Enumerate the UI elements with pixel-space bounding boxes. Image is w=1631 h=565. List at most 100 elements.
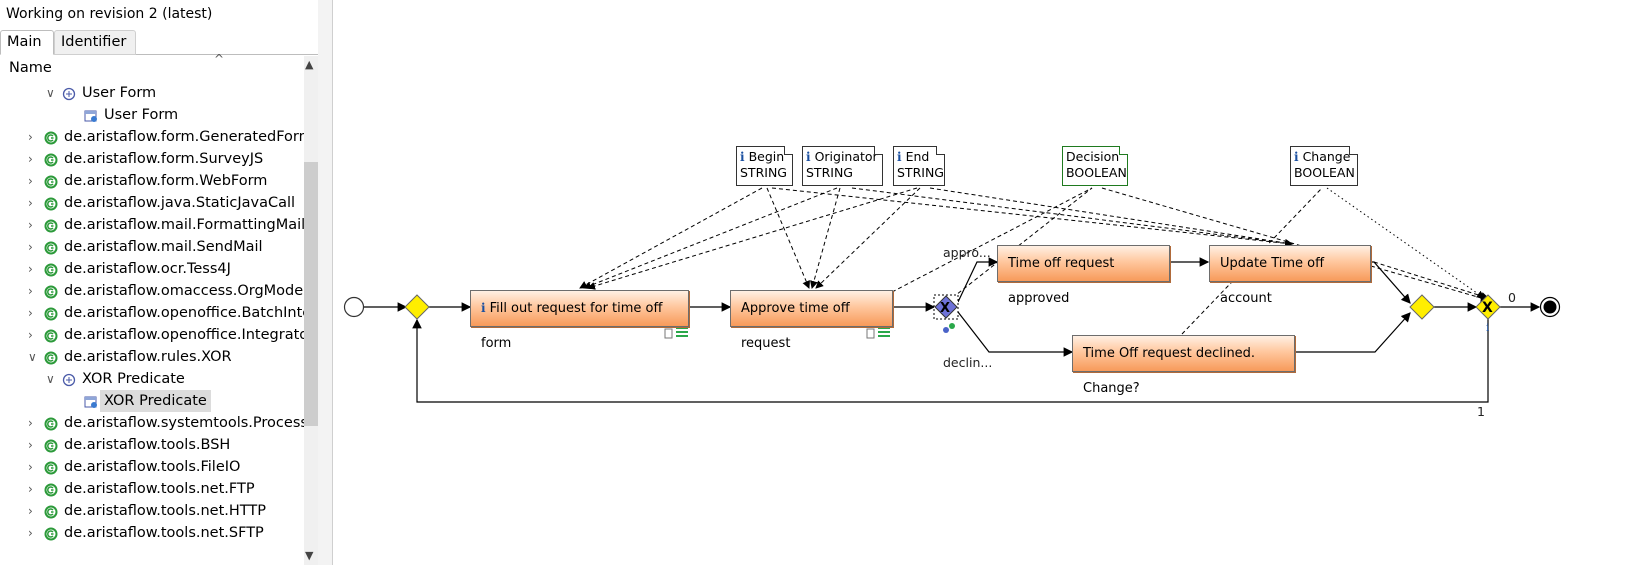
tree-item[interactable]: ›de.aristaflow.tools.net.HTTP <box>0 500 304 522</box>
expand-closed-icon[interactable]: › <box>28 262 33 276</box>
tree-item-label: de.aristaflow.tools.FileIO <box>64 459 241 475</box>
expand-closed-icon[interactable]: › <box>28 526 33 540</box>
scroll-up-icon[interactable]: ▲ <box>305 58 314 71</box>
tree-item-label: de.aristaflow.ocr.Tess4J <box>64 261 231 277</box>
tree-item[interactable]: ∨ de.aristaflow.rules.XOR <box>0 346 304 368</box>
tab-identifier[interactable]: Identifier <box>54 30 136 55</box>
activity-request-declined[interactable]: Time Off request declined. Change? <box>1072 335 1295 396</box>
tree-item-label: de.aristaflow.tools.net.SFTP <box>64 525 264 541</box>
expand-closed-icon[interactable]: › <box>28 130 33 144</box>
scrollbar-thumb[interactable] <box>304 162 318 426</box>
tree-item[interactable]: ∨User Form <box>0 82 304 104</box>
expand-closed-icon[interactable]: › <box>28 438 33 452</box>
expand-closed-icon[interactable]: › <box>28 218 33 232</box>
expand-open-icon[interactable]: ∨ <box>28 350 37 364</box>
column-name-label: Name <box>9 60 52 76</box>
tree-item-label: de.aristaflow.form.SurveyJS <box>64 151 264 167</box>
tree-item-label: de.aristaflow.omaccess.OrgModelAc <box>64 283 304 299</box>
tab-main[interactable]: Main <box>0 30 54 55</box>
tree-scrollbar[interactable]: ▲ ▼ <box>304 56 318 565</box>
expand-open-icon[interactable]: ∨ <box>46 372 55 386</box>
tree-item-label: XOR Predicate <box>100 390 211 412</box>
branch-label-approved: appro... <box>943 245 991 260</box>
expand-closed-icon[interactable]: › <box>28 482 33 496</box>
tree-item[interactable]: › de.aristaflow.form.SurveyJS <box>0 148 304 170</box>
tree-item[interactable]: › de.aristaflow.mail.FormattingMailer <box>0 214 304 236</box>
expand-closed-icon[interactable]: › <box>28 284 33 298</box>
svg-text:X: X <box>1482 300 1493 316</box>
tree-item[interactable]: › de.aristaflow.java.StaticJavaCall <box>0 192 304 214</box>
component-icon <box>44 504 58 519</box>
info-icon: i <box>1294 150 1299 164</box>
diagram-edges: X X i <box>343 187 1561 403</box>
expand-closed-icon[interactable]: › <box>28 416 33 430</box>
component-icon <box>44 416 58 431</box>
tree-item[interactable]: ›de.aristaflow.tools.net.FTP <box>0 478 304 500</box>
tree-item-label: de.aristaflow.mail.FormattingMailer <box>64 217 304 233</box>
info-icon: i <box>481 301 486 315</box>
form-type-icon <box>62 372 76 387</box>
tree-item[interactable]: ›de.aristaflow.mail.SendMail <box>0 236 304 258</box>
tree-item[interactable]: › de.aristaflow.ocr.Tess4J <box>0 258 304 280</box>
panel-splitter[interactable] <box>318 0 333 565</box>
form-item-icon <box>84 108 98 122</box>
tree-item[interactable]: › de.aristaflow.openoffice.Integrator <box>0 324 304 346</box>
tree-item-label: de.aristaflow.java.StaticJavaCall <box>64 195 296 211</box>
tree-item-label: de.aristaflow.form.WebForm <box>64 173 268 189</box>
expand-open-icon[interactable]: ∨ <box>46 86 55 100</box>
panel-tabs: Main Identifier <box>0 30 318 55</box>
tree-item-label: de.aristaflow.systemtools.ProcessInte <box>64 415 304 431</box>
component-icon <box>44 152 58 167</box>
expand-closed-icon[interactable]: › <box>28 152 33 166</box>
info-icon: i <box>897 150 902 164</box>
tree-item[interactable]: › de.aristaflow.tools.net.SFTP <box>0 522 304 544</box>
expand-closed-icon[interactable]: › <box>28 504 33 518</box>
tree-item-label: de.aristaflow.openoffice.Integrator <box>64 327 304 343</box>
tree-item[interactable]: › de.aristaflow.tools.BSH <box>0 434 304 456</box>
activity-update-account[interactable]: Update Time off account <box>1209 245 1371 306</box>
expand-closed-icon[interactable]: › <box>28 174 33 188</box>
expand-closed-icon[interactable]: › <box>28 460 33 474</box>
scroll-down-icon[interactable]: ▼ <box>305 549 314 562</box>
component-icon <box>44 196 58 211</box>
activity-approve-request[interactable]: Approve time off request <box>730 290 893 351</box>
expand-closed-icon[interactable]: › <box>28 328 33 342</box>
tree-item-label: de.aristaflow.openoffice.BatchIntegr <box>64 305 304 321</box>
activity-request-approved[interactable]: Time off request approved <box>997 245 1170 306</box>
expand-closed-icon[interactable]: › <box>28 240 33 254</box>
form-type-icon <box>62 86 76 101</box>
tree-item[interactable]: › de.aristaflow.tools.FileIO <box>0 456 304 478</box>
expand-closed-icon[interactable]: › <box>28 306 33 320</box>
tree-item[interactable]: User Form <box>0 104 304 126</box>
component-icon <box>44 350 58 365</box>
structure-panel: Working on revision 2 (latest) Main Iden… <box>0 0 319 565</box>
tree-item-label: de.aristaflow.form.GeneratedForm <box>64 129 304 145</box>
component-icon <box>44 438 58 453</box>
loop-exit-label: 0 <box>1508 290 1516 305</box>
component-icon <box>44 174 58 189</box>
tree-item-label: de.aristaflow.rules.XOR <box>64 349 232 365</box>
expand-closed-icon[interactable]: › <box>28 196 33 210</box>
tree-item[interactable]: › de.aristaflow.form.GeneratedForm <box>0 126 304 148</box>
name-column-header[interactable]: Name ^ <box>0 52 318 82</box>
tree-item[interactable]: ∨ XOR Predicate <box>0 368 304 390</box>
tree-item-label: XOR Predicate <box>82 371 185 387</box>
sort-up-icon: ^ <box>214 52 225 66</box>
tree-item-label: de.aristaflow.tools.BSH <box>64 437 231 453</box>
form-item-icon <box>84 394 98 408</box>
component-icon <box>44 240 58 255</box>
tree-item[interactable]: XOR Predicate <box>0 390 304 412</box>
tree-item[interactable]: › de.aristaflow.form.WebForm <box>0 170 304 192</box>
tree-item[interactable]: › de.aristaflow.openoffice.BatchIntegr <box>0 302 304 324</box>
tree-item[interactable]: › de.aristaflow.systemtools.ProcessInte <box>0 412 304 434</box>
component-icon <box>44 460 58 475</box>
tree-item[interactable]: › de.aristaflow.omaccess.OrgModelAc <box>0 280 304 302</box>
